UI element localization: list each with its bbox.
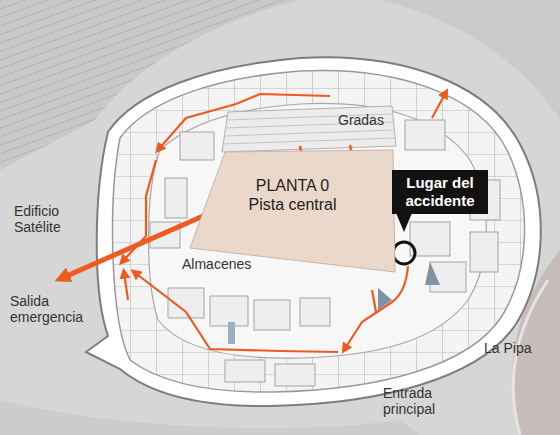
exit-label: Salida emergencia [10, 293, 96, 325]
place-label: La Pipa [484, 340, 531, 356]
stands [222, 106, 396, 152]
floor-fill [190, 150, 395, 272]
evacuation-route [122, 92, 446, 352]
stair [425, 262, 440, 285]
room-label: Almacenes [182, 256, 251, 272]
callout-text: Lugar del accidente [400, 174, 480, 210]
stands-label: Gradas [338, 112, 384, 128]
callout-box: Lugar del accidente [392, 170, 488, 214]
outer-wall [86, 57, 541, 406]
building-label: Edificio Satélite [14, 203, 90, 235]
column [228, 322, 235, 344]
entrance-label: Entrada principal [383, 385, 457, 417]
storage-rooms [150, 120, 500, 386]
area-name: PLANTA 0 Pista central [238, 176, 348, 214]
street [0, 400, 420, 435]
accident-marker [393, 242, 415, 264]
inner-corridor [148, 103, 486, 358]
callout-pointer [396, 213, 412, 232]
